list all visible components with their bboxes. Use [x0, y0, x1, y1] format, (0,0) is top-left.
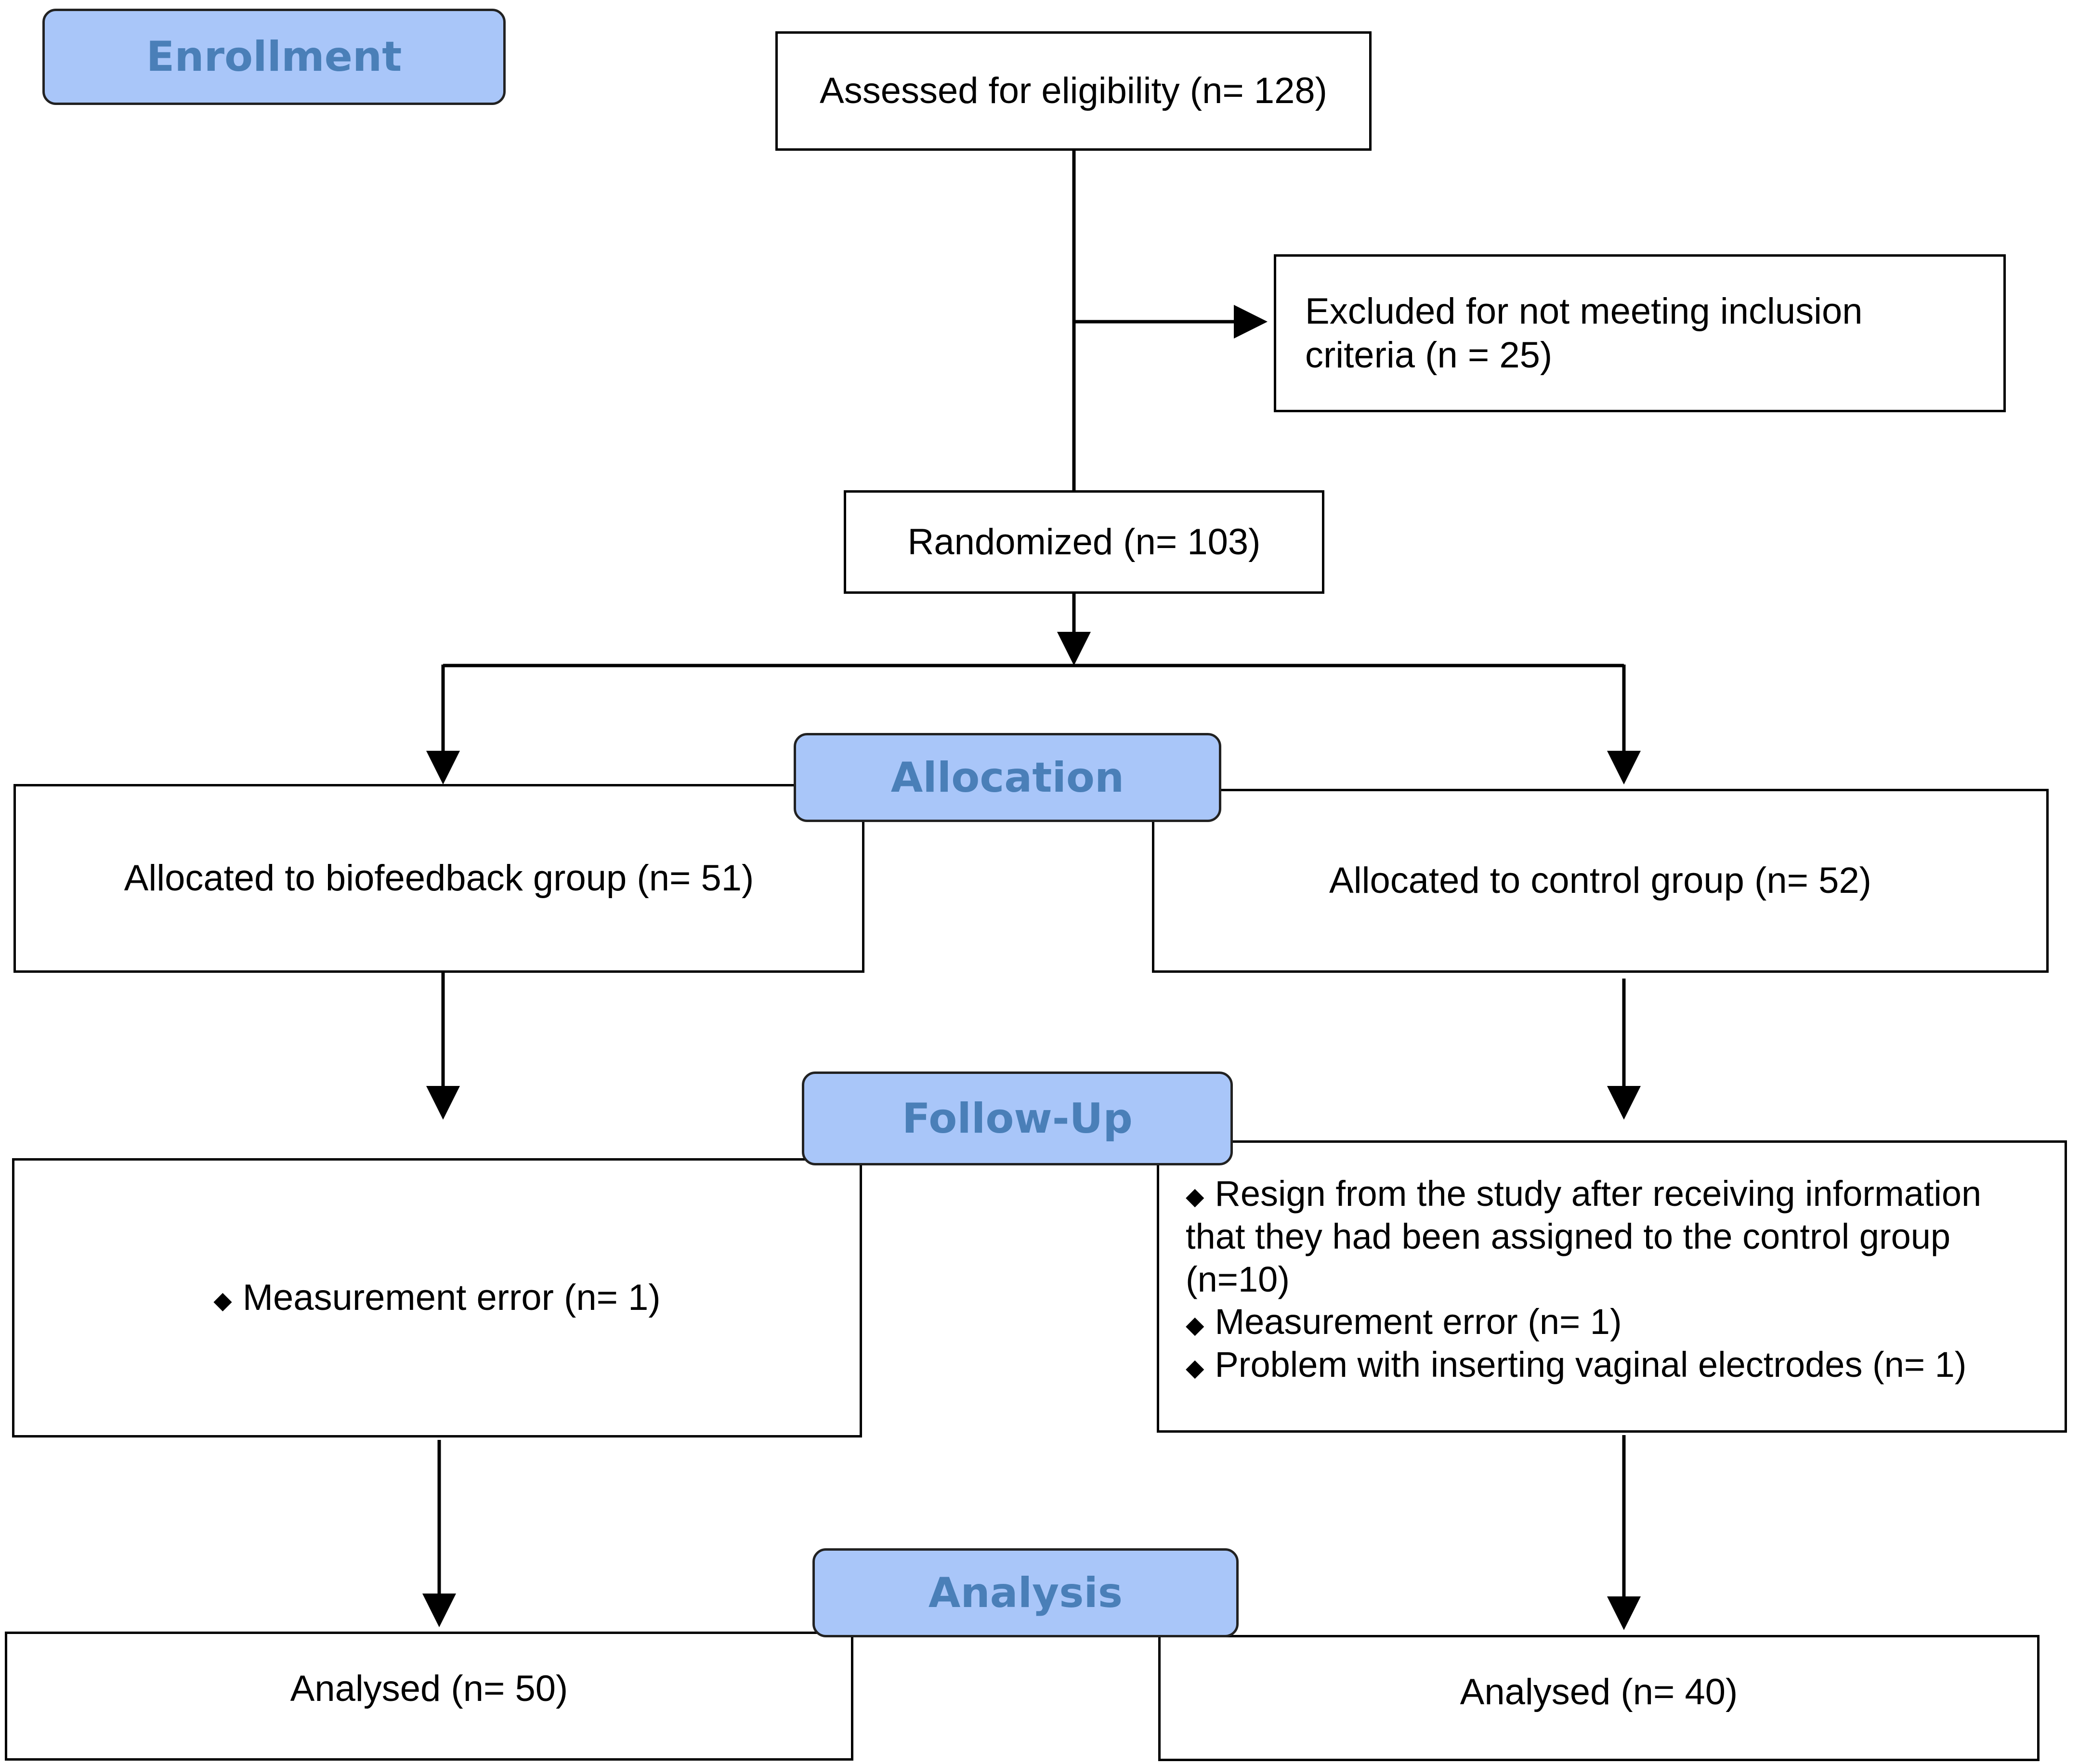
diamond-bullet-icon: ◆	[213, 1287, 232, 1314]
analysed-biofeedback-box: Analysed (n= 50)	[5, 1632, 853, 1761]
followup-control-item: ◆Resign from the study after receiving i…	[1186, 1174, 1982, 1299]
randomized-box: Randomized (n= 103)	[844, 490, 1324, 594]
randomized-text: Randomized (n= 103)	[907, 521, 1261, 562]
analysed-control-text: Analysed (n= 40)	[1460, 1672, 1738, 1712]
analysed-control-box: Analysed (n= 40)	[1158, 1635, 2040, 1761]
followup-control-item: ◆Problem with inserting vaginal electrod…	[1186, 1345, 1967, 1385]
followup-biofeedback-box: ◆Measurement error (n= 1)	[12, 1158, 862, 1437]
allocated-biofeedback-box: Allocated to biofeedback group (n= 51)	[13, 784, 864, 973]
allocated-control-box: Allocated to control group (n= 52)	[1152, 789, 2049, 973]
followup-biofeedback-item: ◆Measurement error (n= 1)	[213, 1277, 661, 1319]
stage-follow-up: Follow-Up	[802, 1071, 1233, 1165]
diamond-bullet-icon: ◆	[1186, 1183, 1204, 1210]
excluded-text-line1: Excluded for not meeting inclusion	[1305, 290, 1863, 332]
assessed-box: Assessed for eligibility (n= 128)	[775, 31, 1372, 151]
diamond-bullet-icon: ◆	[1186, 1354, 1204, 1381]
excluded-box: Excluded for not meeting inclusion crite…	[1274, 254, 2006, 412]
analysed-biofeedback-text: Analysed (n= 50)	[290, 1668, 568, 1709]
allocated-biofeedback-text: Allocated to biofeedback group (n= 51)	[124, 858, 754, 899]
stage-analysis: Analysis	[812, 1548, 1239, 1637]
stage-allocation: Allocation	[794, 733, 1221, 822]
excluded-text-line2: criteria (n = 25)	[1305, 335, 1553, 376]
diamond-bullet-icon: ◆	[1186, 1311, 1204, 1338]
assessed-text: Assessed for eligibility (n= 128)	[820, 70, 1327, 112]
followup-control-box: ◆Resign from the study after receiving i…	[1157, 1140, 2067, 1433]
allocated-control-text: Allocated to control group (n= 52)	[1329, 860, 1871, 902]
followup-control-item: ◆Measurement error (n= 1)	[1186, 1302, 1622, 1342]
stage-enrollment: Enrollment	[42, 9, 506, 105]
